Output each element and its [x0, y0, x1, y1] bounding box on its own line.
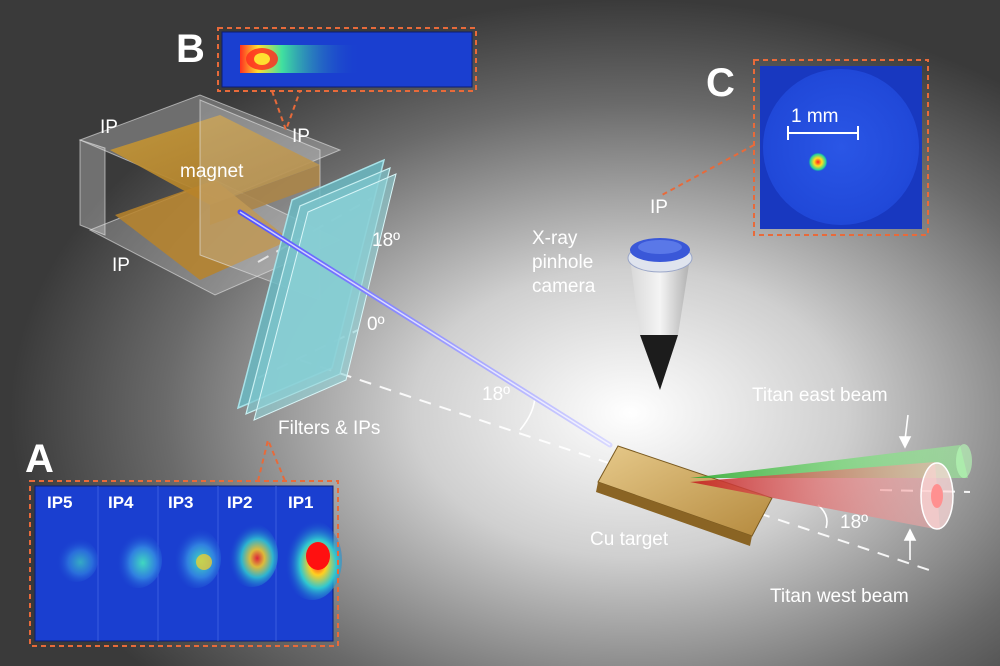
xray-label-line3: camera: [532, 276, 596, 297]
filter-stack: [236, 158, 397, 421]
magnet-block-lower: [115, 180, 290, 280]
titan-west-beam: [690, 462, 940, 530]
panel-b-image: [221, 31, 473, 88]
ip-label-bottom-left: IP: [112, 255, 130, 276]
ip2-label: IP2: [227, 493, 253, 512]
xray-label-line2: pinhole: [532, 252, 593, 273]
panel-label-a: A: [25, 437, 54, 481]
ip-label-top-left: IP: [100, 117, 118, 138]
angle-0: 0º: [367, 314, 385, 335]
ip1-label: IP1: [288, 493, 314, 512]
panel-label-b: B: [176, 27, 205, 71]
angle-18-upper: 18º: [372, 230, 400, 251]
angle-18-middle: 18º: [482, 384, 510, 405]
filters-ips-label: Filters & IPs: [278, 418, 380, 439]
ip5-spot: [54, 538, 98, 582]
panel-c-image: [760, 66, 922, 229]
ip-camera-label: IP: [650, 197, 668, 218]
panel-label-c: C: [706, 61, 735, 105]
ip2-spot: [226, 523, 278, 587]
ip4-spot: [114, 532, 162, 588]
titan-west-label: Titan west beam: [770, 586, 909, 607]
ip5-label: IP5: [47, 493, 73, 512]
ip3-label: IP3: [168, 493, 194, 512]
scale-bar-label: 1 mm: [791, 106, 839, 127]
callouts: [29, 27, 929, 647]
magnet-block-top: [110, 115, 320, 205]
scale-bar: [787, 126, 859, 140]
xray-camera: [627, 238, 693, 390]
ip4-label: IP4: [108, 493, 134, 512]
xray-label-line1: X-ray: [532, 228, 578, 249]
ip3-spot: [171, 528, 221, 588]
titan-beams: [690, 444, 972, 530]
ip-plate-left: [79, 139, 106, 236]
panel-a-image: [34, 485, 342, 642]
magnet-label: magnet: [180, 161, 244, 182]
proton-beam: [237, 209, 613, 448]
titan-east-label: Titan east beam: [752, 385, 888, 406]
ip-label-top-right: IP: [292, 126, 310, 147]
beam-pointers: [898, 414, 917, 560]
angle-18-lower: 18º: [840, 512, 868, 533]
cu-target-label: Cu target: [590, 529, 669, 550]
cu-target: [596, 445, 773, 546]
